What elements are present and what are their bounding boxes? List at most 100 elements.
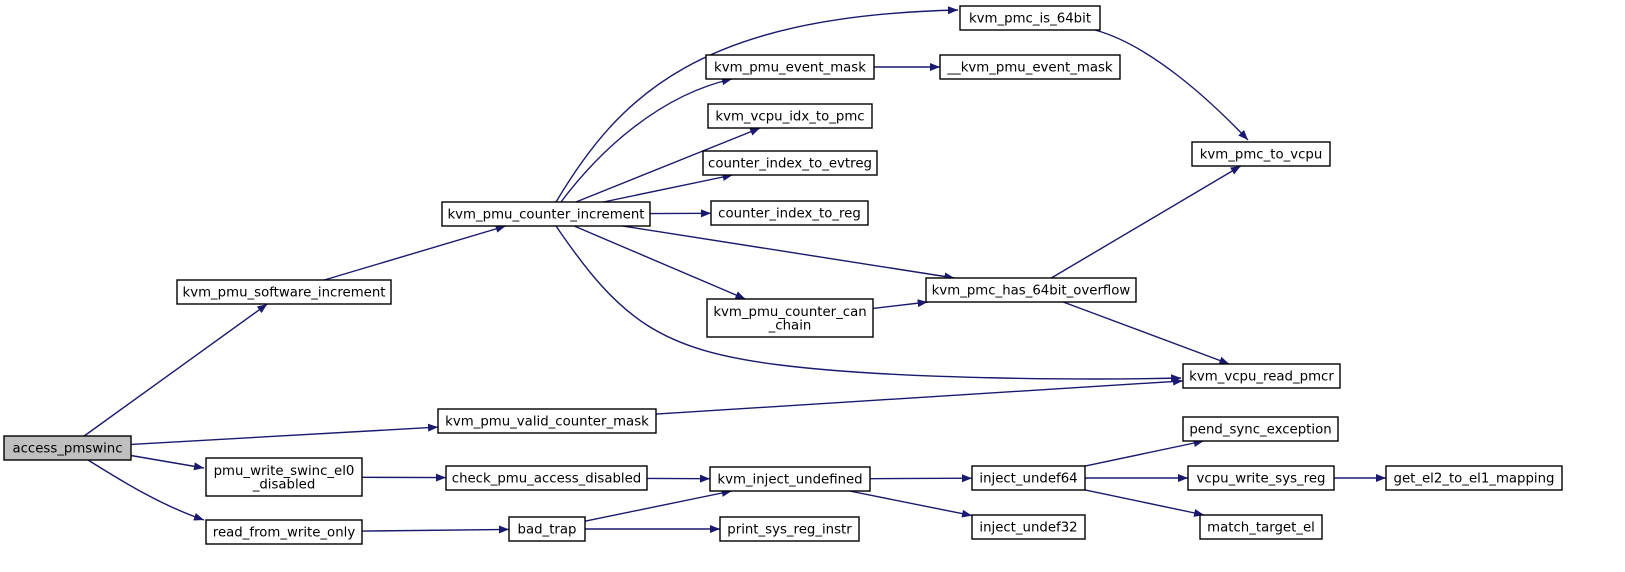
node-label: inject_undef32 [979,521,1077,536]
node-box [702,150,878,176]
edge-kvm-pmc-has-64bit-overflow-to-kvm-vcpu-read-pmcr [1062,301,1230,365]
node-kvm-pmu-event-mask[interactable]: __kvm_pmu_event_mask [939,54,1121,80]
edge-access-pmswinc-to-pmu-write-swinc-el0-disabled [127,454,205,471]
edge-kvm-inject-undefined-to-inject-undef32 [849,490,973,518]
node-label: kvm_pmu_counter_increment [447,208,644,223]
node-kvm-pmc-to-vcpu[interactable]: kvm_pmc_to_vcpu [1191,141,1331,167]
node-box [971,514,1086,540]
edge-kvm-pmu-counter-increment-to-kvm-vcpu-read-pmcr [555,225,1182,383]
node-label: pmu_write_swinc_el0 [214,464,355,479]
node-box [959,5,1101,31]
node-get-el2-to-el1-mapping[interactable]: get_el2_to_el1_mapping [1385,465,1563,491]
edge-kvm-pmu-software-increment-to-kvm-pmu-counter-increment [324,225,506,281]
edge-read-from-write-only-to-bad-trap [361,525,510,534]
node-label: kvm_pmu_event_mask [714,61,866,76]
edge-arrow [555,225,1182,383]
edge-access-pmswinc-to-read-from-write-only [87,459,205,521]
node-label: check_pmu_access_disabled [452,472,641,487]
node-box [707,103,873,129]
node-read-from-write-only[interactable]: read_from_write_only [205,519,363,545]
node-kvm-vcpu-idx-to-pmc[interactable]: kvm_vcpu_idx_to_pmc [707,103,873,129]
edge-bad-trap-to-kvm-inject-undefined [584,489,732,522]
node-kvm-inject-undefined[interactable]: kvm_inject_undefined [709,466,871,492]
nodes-layer: access_pmswinc kvm_pmu_software_increment… [3,5,1563,545]
node-box [939,54,1121,80]
edge-arrow [603,173,733,203]
node-check-pmu-access-disabled[interactable]: check_pmu_access_disabled [445,465,648,491]
node-label: kvm_pmu_software_increment [183,286,386,301]
edge-arrow [87,459,205,521]
node-kvm-pmu-software-increment[interactable]: kvm_pmu_software_increment [176,279,392,305]
node-bad-trap[interactable]: bad_trap [508,516,586,542]
node-label: kvm_vcpu_idx_to_pmc [715,110,864,125]
node-print-sys-reg-instr[interactable]: print_sys_reg_instr [719,516,860,542]
node-kvm-vcpu-read-pmcr[interactable]: kvm_vcpu_read_pmcr [1182,363,1341,389]
node-box [1385,465,1563,491]
node-label: pend_sync_exception [1189,423,1331,438]
edge-arrow [575,127,761,203]
edge-arrow [560,77,733,203]
edge-arrow [573,225,746,300]
node-label: kvm_pmc_to_vcpu [1200,148,1323,163]
node-label: vcpu_write_sys_reg [1197,472,1326,487]
node-inject-undef64[interactable]: inject_undef64 [971,465,1086,491]
edges-layer [83,6,1386,534]
node-kvm-pmc-is-64bit[interactable]: kvm_pmc_is_64bit [959,5,1101,31]
edge-arrow [622,225,955,281]
edge-kvm-pmu-counter-increment-to-kvm-pmc-is-64bit [555,6,959,203]
node-label: bad_trap [518,523,577,538]
node-kvm-pmu-counter-can-chain[interactable]: kvm_pmu_counter_can_chain [706,298,874,338]
edge-arrow [555,6,959,203]
edge-arrow [584,489,732,522]
edge-kvm-pmu-counter-increment-to-counter-index-to-evtreg [603,173,733,203]
edge-arrow [869,474,973,483]
node-kvm-pmc-has-64bit-overflow[interactable]: kvm_pmc_has_64bit_overflow [925,277,1137,303]
node-access-pmswinc[interactable]: access_pmswinc [3,435,132,461]
edge-kvm-pmu-counter-can-chain-to-kvm-pmc-has-64bit-overflow [872,299,928,310]
node-box [176,279,392,305]
edge-kvm-pmu-valid-counter-mask-to-kvm-vcpu-read-pmcr [655,377,1184,415]
node-counter-index-to-evtreg[interactable]: counter_index_to_evtreg [702,150,878,176]
edge-arrow [872,299,928,310]
node-box [437,408,657,434]
edge-arrow [130,423,439,446]
node-box [205,519,363,545]
node-box [710,200,869,226]
node-pmu-write-swinc-el0-disabled[interactable]: pmu_write_swinc_el0_disabled [205,457,363,497]
node-label: kvm_pmu_counter_can [713,305,866,320]
node-label: kvm_vcpu_read_pmcr [1189,370,1334,385]
node-label: kvm_pmc_is_64bit [969,12,1091,27]
node-box [1182,363,1341,389]
edge-kvm-pmc-has-64bit-overflow-to-kvm-pmc-to-vcpu [1050,165,1242,279]
node-label: get_el2_to_el1_mapping [1394,472,1555,487]
node-label: _chain [768,318,812,333]
edge-inject-undef64-to-match-target-el [1084,489,1205,517]
edge-kvm-pmu-counter-increment-to-kvm-pmc-has-64bit-overflow [622,225,955,281]
node-label: read_from_write_only [213,526,356,541]
node-kvm-pmu-event-mask[interactable]: kvm_pmu_event_mask [705,54,875,80]
edge-kvm-pmu-counter-increment-to-kvm-vcpu-idx-to-pmc [575,127,761,203]
edge-arrow [655,377,1184,415]
node-pend-sync-exception[interactable]: pend_sync_exception [1182,416,1339,442]
node-inject-undef32[interactable]: inject_undef32 [971,514,1086,540]
node-label: inject_undef64 [979,472,1077,487]
node-match-target-el[interactable]: match_target_el [1199,514,1323,540]
node-box [1191,141,1331,167]
node-counter-index-to-reg[interactable]: counter_index_to_reg [710,200,869,226]
node-vcpu-write-sys-reg[interactable]: vcpu_write_sys_reg [1187,465,1335,491]
node-label: counter_index_to_reg [718,207,861,222]
node-box [706,298,874,338]
node-box [1182,416,1339,442]
node-box [205,457,363,497]
edge-arrow [1062,301,1230,365]
edge-inject-undef64-to-pend-sync-exception [1084,439,1204,467]
node-kvm-pmu-counter-increment[interactable]: kvm_pmu_counter_increment [441,201,651,227]
edge-kvm-pmc-is-64bit-to-kvm-pmc-to-vcpu [1094,29,1249,141]
node-box [971,465,1086,491]
edge-arrow [127,454,205,471]
node-label: kvm_pmu_valid_counter_mask [445,415,649,430]
node-label: match_target_el [1207,521,1315,536]
node-label: __kvm_pmu_event_mask [946,61,1112,76]
edge-kvm-pmu-counter-increment-to-kvm-pmu-counter-can-chain [573,225,746,300]
node-kvm-pmu-valid-counter-mask[interactable]: kvm_pmu_valid_counter_mask [437,408,657,434]
